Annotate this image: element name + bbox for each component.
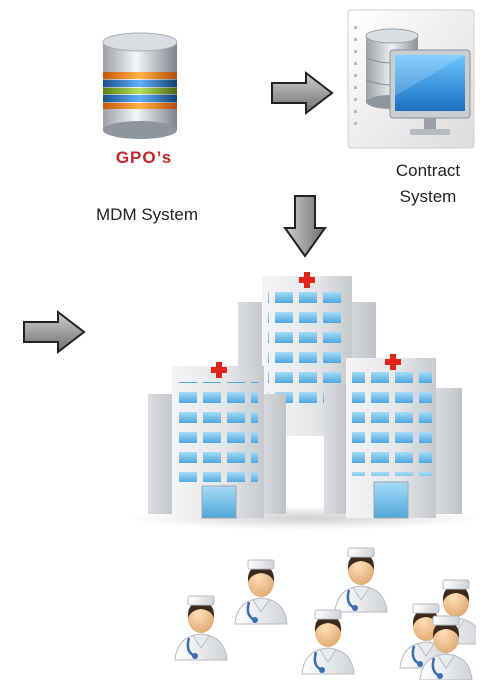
database-monitor-icon	[347, 9, 475, 149]
contract-system-label: Contract System	[378, 160, 478, 208]
gpo-label: GPO’s	[115, 148, 173, 167]
hospital-building-icon	[130, 272, 482, 530]
database-stack-icon	[102, 32, 178, 139]
arrow-down-icon	[283, 195, 327, 258]
mdm-system-label: MDM System	[96, 205, 198, 224]
contract-system-line2: System	[399, 187, 457, 206]
arrow-right-icon	[23, 309, 86, 355]
contract-system-line1: Contract	[395, 161, 461, 180]
arrow-right-icon	[271, 70, 334, 116]
doctor-avatar-icon	[173, 546, 476, 680]
